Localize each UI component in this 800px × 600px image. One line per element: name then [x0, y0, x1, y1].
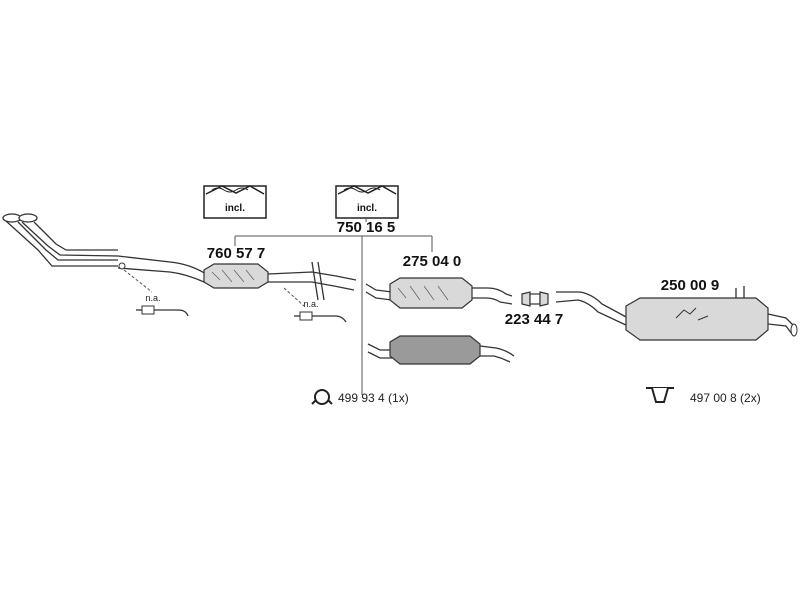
mounting-ring-part-number: 499 93 4 (1x): [338, 391, 409, 405]
lambda-sensor-1: [123, 269, 189, 317]
hanger-icon: [646, 387, 674, 403]
mounting-ring-icon: [311, 389, 333, 405]
catalyst-part-number: 760 57 7: [207, 245, 265, 262]
not-available-label-2: n.a.: [303, 299, 318, 309]
catalyst-clamp: [311, 261, 325, 301]
catalyst-converter: [203, 263, 357, 291]
hanger-part-number: 497 00 8 (2x): [690, 391, 761, 405]
included-box-1: incl.: [203, 185, 267, 219]
included-label-2: incl.: [357, 203, 377, 214]
alternative-middle-silencer: [367, 335, 515, 365]
not-available-label-1: n.a.: [145, 293, 160, 303]
rear-silencer-part-number: 250 00 9: [661, 277, 719, 294]
middle-silencer-part-number: 275 04 0: [403, 253, 461, 270]
kit-part-number: 750 16 5: [337, 219, 395, 236]
rear-silencer: [555, 286, 798, 341]
included-box-2: incl.: [335, 185, 399, 219]
clamp: [521, 291, 549, 307]
included-label-1: incl.: [225, 203, 245, 214]
middle-silencer: [365, 277, 513, 309]
front-pipe: [2, 213, 207, 283]
kit-bracket: [234, 218, 433, 395]
lambda-sensor-2: [283, 287, 347, 323]
clamp-part-number: 223 44 7: [505, 311, 563, 328]
